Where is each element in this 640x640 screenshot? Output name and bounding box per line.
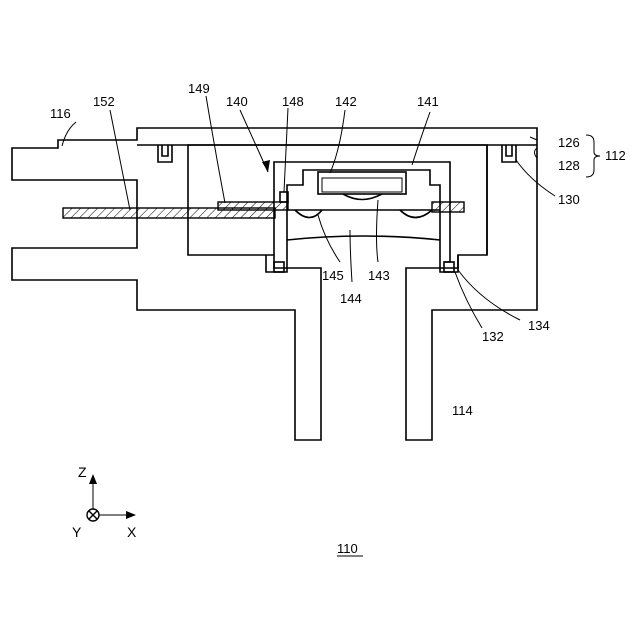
label-145: 145 — [322, 268, 344, 283]
seal-ring-right — [444, 262, 454, 272]
label-132: 132 — [482, 329, 504, 344]
label-134: 134 — [528, 318, 550, 333]
package-inner-ledge — [287, 170, 440, 210]
label-130: 130 — [558, 192, 580, 207]
snap-hook-left — [158, 145, 172, 162]
diaphragm — [343, 194, 382, 200]
label-110: 110 — [337, 541, 358, 556]
label-116: 116 — [50, 106, 71, 121]
sensor-chip — [318, 172, 406, 194]
label-140: 140 — [226, 94, 248, 109]
label-128: 128 — [558, 158, 580, 173]
snap-hook-right — [502, 145, 516, 162]
label-114: 114 — [452, 403, 473, 418]
coordinate-axes — [87, 474, 136, 521]
axis-x-label: X — [127, 524, 137, 540]
sensor-chip-inner — [322, 178, 402, 192]
brace-112 — [586, 135, 600, 177]
axis-y-label: Y — [72, 524, 82, 540]
label-141: 141 — [417, 94, 439, 109]
seal-ring-left — [274, 262, 284, 272]
seal-curve-right — [400, 210, 432, 218]
label-149: 149 — [188, 81, 210, 96]
package-leg-right — [440, 255, 458, 272]
arrow-140-head — [262, 160, 270, 172]
leader-lines — [62, 96, 555, 405]
label-143: 143 — [368, 268, 390, 283]
label-112: 112 — [605, 148, 626, 163]
label-148: 148 — [282, 94, 304, 109]
label-126: 126 — [558, 135, 580, 150]
sensor-package-frame — [274, 162, 450, 262]
label-152: 152 — [93, 94, 115, 109]
lead-frame-149 — [218, 202, 288, 210]
lead-frame-right — [432, 202, 464, 212]
axis-z-label: Z — [78, 464, 87, 480]
label-144: 144 — [340, 291, 362, 306]
label-142: 142 — [335, 94, 357, 109]
